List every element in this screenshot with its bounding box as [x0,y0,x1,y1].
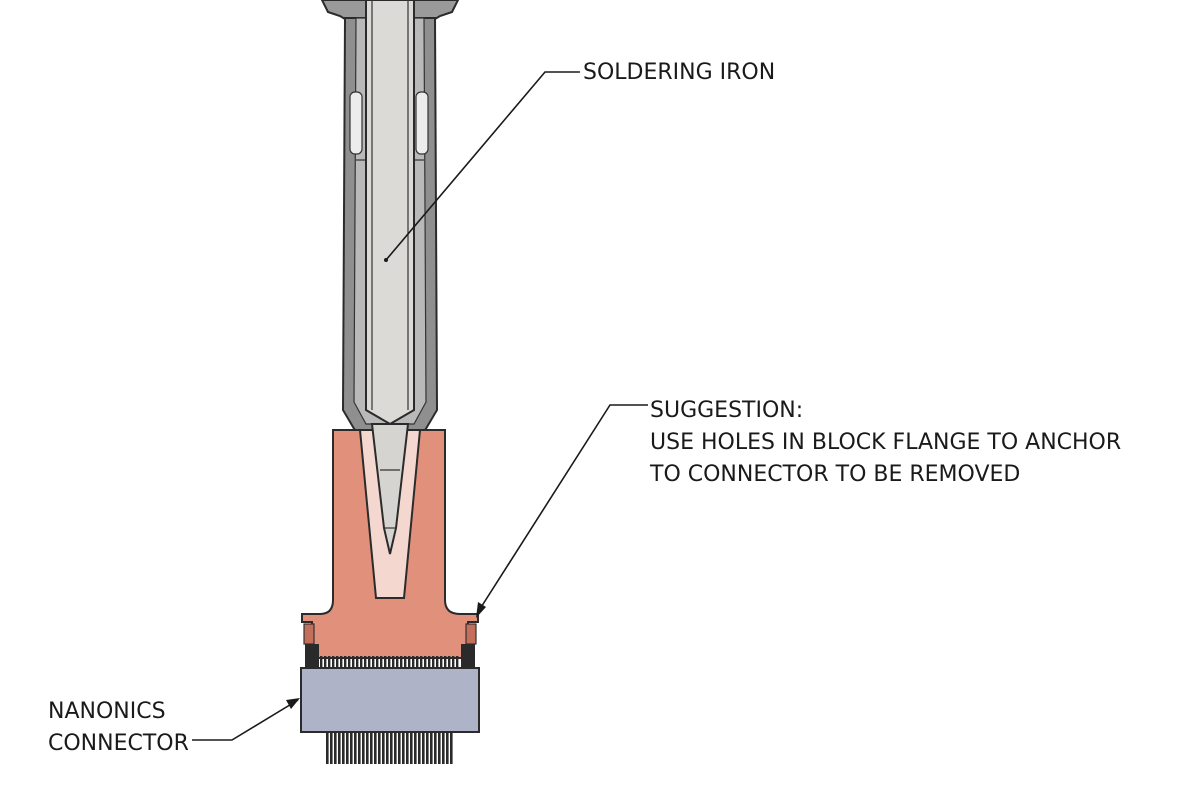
connector-pin [450,732,453,764]
connector-pin [424,656,427,668]
connector-pin [332,656,335,668]
connector-pin [444,656,447,668]
heater-block [301,423,479,659]
connector-pin [436,656,439,668]
iron-tip [370,423,410,555]
iron-right-slot [415,91,429,155]
connector-pin [348,656,351,668]
connector-pin [432,656,435,668]
connector-pin [336,656,339,668]
connector-pin [384,656,387,668]
soldering-iron-leader [385,71,580,261]
suggestion-leader [477,404,648,613]
connector-pin [402,732,405,764]
connector-pin [380,656,383,668]
suggestion-line-2: TO CONNECTOR TO BE REMOVED [649,462,1020,487]
suggestion-arrowhead [476,602,486,618]
connector-pin [352,656,355,668]
connector-pin [338,732,341,764]
connector-pin [414,732,417,764]
connector-arrowhead [286,698,300,709]
connector-left-clip [305,644,319,668]
connector-pin [374,732,377,764]
connector-pin [412,656,415,668]
suggestion-line-1: USE HOLES IN BLOCK FLANGE TO ANCHOR [650,430,1121,455]
connector-pin [360,656,363,668]
connector-pin [394,732,397,764]
connector-pin [388,656,391,668]
soldering-iron-label: SOLDERING IRON [583,60,775,85]
soldering-iron-leader-dot [384,258,388,262]
connector-pin [438,732,441,764]
connector-pin [408,656,411,668]
connector-pin [446,732,449,764]
connector-pin [386,732,389,764]
connector-pin [350,732,353,764]
connector-pin [376,656,379,668]
connector-leader [192,699,299,741]
suggestion-title: SUGGESTION: [650,398,803,423]
nanonics-connector [300,644,480,764]
connector-pin [334,732,337,764]
connector-pin [430,732,433,764]
connector-pin [366,732,369,764]
connector-pin [340,656,343,668]
connector-pin [330,732,333,764]
upper-pin-row [320,656,459,668]
connector-right-clip [461,644,475,668]
lower-pin-row [326,732,453,764]
connector-pin [344,656,347,668]
connector-pin [434,732,437,764]
connector-pin [428,656,431,668]
connector-body [300,667,480,733]
iron-left-slot [349,91,363,155]
connector-pin [378,732,381,764]
connector-pin [440,656,443,668]
connector-pin [422,732,425,764]
connector-pin [372,656,375,668]
connector-pin [362,732,365,764]
connector-pin [364,656,367,668]
flange-hole-left [303,623,315,645]
flange-hole-right [465,623,477,645]
connector-pin [382,732,385,764]
connector-pin [370,732,373,764]
connector-pin [342,732,345,764]
connector-label-line-2: CONNECTOR [48,731,189,756]
connector-pin [442,732,445,764]
iron-heating-shaft [365,0,415,426]
connector-pin [392,656,395,668]
connector-pin [354,732,357,764]
connector-pin [390,732,393,764]
connector-pin [418,732,421,764]
connector-pin [410,732,413,764]
connector-pin [346,732,349,764]
connector-pin [448,656,451,668]
connector-pin [320,656,323,668]
connector-pin [398,732,401,764]
connector-pin [358,732,361,764]
connector-pin [404,656,407,668]
connector-pin [400,656,403,668]
connector-pin [324,656,327,668]
connector-pin [456,656,459,668]
soldering-iron [320,0,460,433]
connector-pin [420,656,423,668]
connector-pin [328,656,331,668]
connector-pin [368,656,371,668]
connector-pin [396,656,399,668]
connector-pin [356,656,359,668]
connector-pin [416,656,419,668]
connector-pin [326,732,329,764]
connector-pin [426,732,429,764]
connector-label-line-1: NANONICS [48,699,166,724]
connector-pin [406,732,409,764]
connector-pin [452,656,455,668]
